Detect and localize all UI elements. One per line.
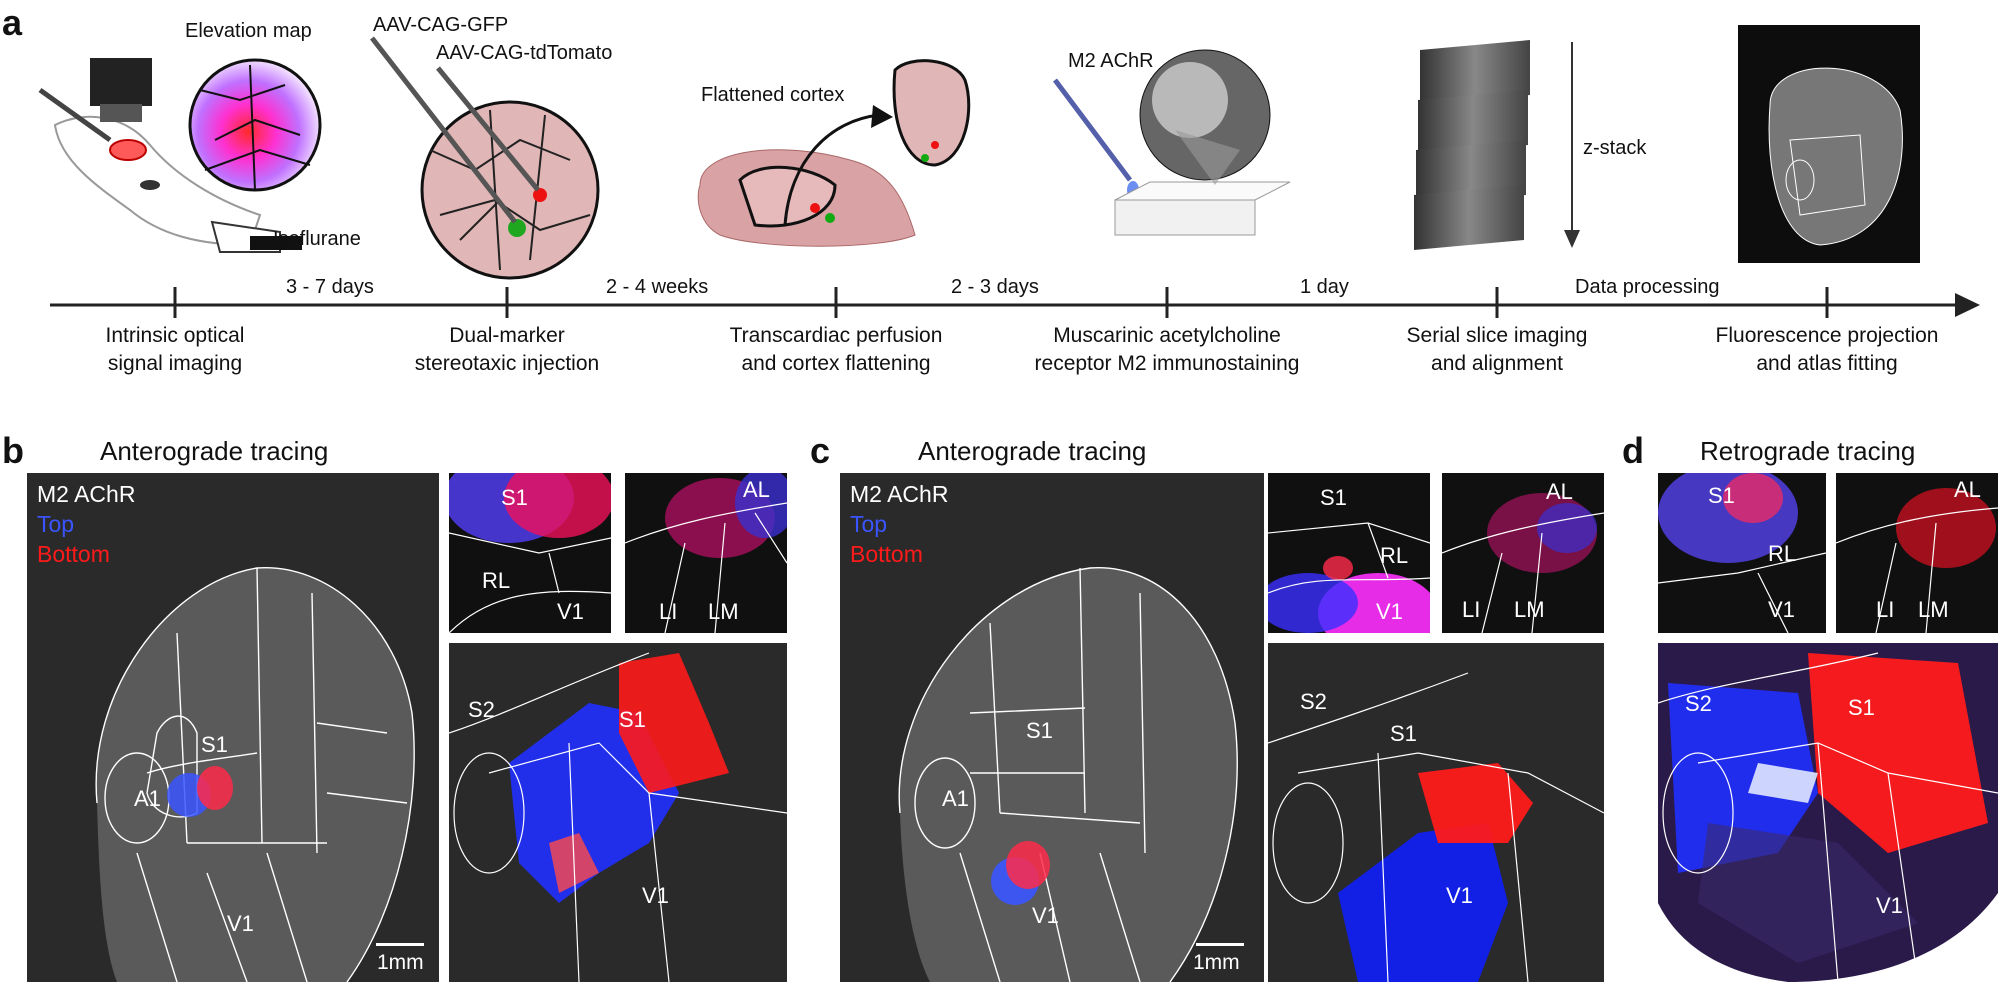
inset-label-rl: RL: [1380, 543, 1409, 568]
zoom-label-v1: V1: [1876, 893, 1903, 918]
panel-b-inset-s1: S1 RL V1: [449, 473, 611, 633]
panel-c-main-map: M2 AChR Top Bottom S1 A1 V1 1mm: [840, 473, 1264, 982]
zstack-label: z-stack: [1583, 137, 1647, 159]
tdtomato-label: AAV-CAG-tdTomato: [436, 42, 613, 64]
zoom-label-s2: S2: [1685, 691, 1712, 716]
inset-label-v1: V1: [557, 599, 584, 624]
zoom-label-v1: V1: [642, 883, 669, 908]
scale-bar-label: 1mm: [1193, 951, 1240, 974]
inset-label-lm: LM: [708, 599, 739, 624]
panel-d-title: Retrograde tracing: [1700, 436, 1916, 466]
interval-label: Data processing: [1575, 276, 1720, 298]
area-label-a1: A1: [134, 786, 161, 811]
panel-c-inset-s1: S1 RL V1: [1268, 473, 1430, 633]
staining-illustration: [1053, 49, 1291, 236]
interval-label: 1 day: [1300, 276, 1349, 298]
inset-label-li: LI: [1462, 597, 1481, 622]
inset-label-al: AL: [1954, 477, 1981, 502]
panel-a-label: a: [2, 2, 23, 43]
inset-label-al: AL: [1546, 479, 1573, 504]
panel-b-zoom: S2 S1 V1: [449, 643, 787, 982]
inset-label-rl: RL: [482, 568, 511, 593]
zoom-label-s1: S1: [1848, 695, 1875, 720]
panel-d-zoom: S2 S1 V1: [1658, 643, 1998, 982]
panel-a-illustrations: [38, 25, 1980, 318]
zoom-label-s1: S1: [619, 707, 646, 732]
brain-illustration: [697, 59, 971, 247]
zstack-illustration: [1414, 40, 1580, 250]
area-label-v1: V1: [1032, 903, 1059, 928]
panel-d-inset-al: AL LI LM: [1836, 473, 1998, 633]
inset-label-s1: S1: [501, 485, 528, 510]
elevation-map-label: Elevation map: [185, 20, 312, 42]
injection-illustration: [370, 36, 600, 280]
panel-b-title: Anterograde tracing: [100, 436, 329, 466]
elevation-map-illustration: [188, 58, 322, 192]
mouse-illustration: [38, 58, 302, 253]
m2-achr-label: M2 AChR: [1068, 50, 1154, 72]
area-label-s1: S1: [1026, 718, 1053, 743]
isoflurane-label: Isoflurane: [273, 228, 361, 250]
inset-label-li: LI: [1876, 597, 1895, 622]
interval-label: 2 - 4 weeks: [606, 276, 709, 298]
panel-b-main-map: M2 AChR Top Bottom S1 A1 V1 1mm: [27, 473, 439, 982]
zoom-label-s2: S2: [468, 697, 495, 722]
inset-label-v1: V1: [1768, 597, 1795, 622]
panel-c-title: Anterograde tracing: [918, 436, 1147, 466]
zoom-label-s2: S2: [1300, 689, 1327, 714]
panel-d-inset-s1: S1 RL V1: [1658, 473, 1826, 633]
panel-b-inset-al: AL LI LM: [625, 473, 787, 633]
panel-c-zoom: S2 S1 V1: [1268, 643, 1604, 982]
legend-stain: M2 AChR: [850, 481, 949, 507]
panel-b-label: b: [2, 430, 24, 471]
panel-d-label: d: [1622, 430, 1644, 471]
interval-label: 3 - 7 days: [286, 276, 374, 298]
zoom-label-s1: S1: [1390, 721, 1417, 746]
scale-bar: [376, 943, 424, 946]
inset-label-lm: LM: [1514, 597, 1545, 622]
legend-stain: M2 AChR: [37, 481, 136, 507]
inset-label-lm: LM: [1918, 597, 1949, 622]
inset-label-s1: S1: [1708, 483, 1735, 508]
projection-illustration: [1738, 25, 1920, 263]
inset-label-li: LI: [659, 599, 678, 624]
area-label-v1: V1: [227, 911, 254, 936]
zoom-label-v1: V1: [1446, 883, 1473, 908]
scale-bar: [1196, 943, 1244, 946]
inset-label-al: AL: [743, 477, 770, 502]
legend-bottom: Bottom: [37, 541, 110, 567]
gfp-label: AAV-CAG-GFP: [373, 14, 509, 36]
scale-bar-label: 1mm: [377, 951, 424, 974]
legend-bottom: Bottom: [850, 541, 923, 567]
panel-c-inset-al: AL LI LM: [1442, 473, 1604, 633]
area-label-a1: A1: [942, 786, 969, 811]
interval-label: 2 - 3 days: [951, 276, 1039, 298]
flattened-cortex-label: Flattened cortex: [701, 84, 845, 106]
panel-c-label: c: [810, 430, 831, 471]
inset-label-s1: S1: [1320, 485, 1347, 510]
legend-top: Top: [850, 511, 888, 537]
inset-label-v1: V1: [1376, 599, 1403, 624]
inset-label-rl: RL: [1768, 541, 1797, 566]
timeline-axis: [50, 287, 1980, 318]
area-label-s1: S1: [201, 732, 228, 757]
legend-top: Top: [37, 511, 75, 537]
